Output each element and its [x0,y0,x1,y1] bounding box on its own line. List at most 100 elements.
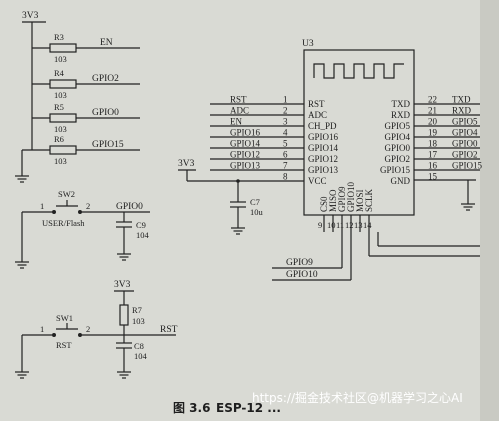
left-net-label: GPIO13 [230,161,261,171]
left-pin-name: GPIO13 [308,165,339,175]
net-gpio9-label: GPIO9 [286,258,313,268]
ground-symbol-c7 [231,227,245,235]
sw1-pin2: 2 [86,324,90,334]
right-net-label: RXD [452,106,472,116]
module-ref: U3 [302,39,314,49]
r6-ref: R6 [54,134,64,144]
capacitor-c7: C7 10u [230,179,264,235]
left-pin-name: VCC [308,176,327,186]
module-body [303,49,415,216]
right-pin-number: 20 [428,117,438,127]
right-pin-number: 22 [428,95,437,105]
right-pin-number: 19 [428,128,438,138]
capacitor-c8: C8 104 [116,335,148,379]
sw2-pin2: 2 [86,201,90,211]
r4-value: 103 [54,90,67,100]
gpio9-gpio10-nets: GPIO9 GPIO10 [272,232,480,281]
sw1-label: RST [56,340,72,350]
resistor-r5: R5 103 GPIO0 [32,102,140,134]
sw1-net-label: RST [160,325,178,335]
bottom-pin-number: 9 [318,220,322,230]
module-right-pin-22: TXD 22 TXD [392,95,480,109]
left-pin-name: GPIO14 [308,143,339,153]
left-pin-name: ADC [308,110,327,120]
sw2-label: USER/Flash [42,218,85,228]
c8-ref: C8 [134,341,144,351]
r5-net-label: GPIO0 [92,108,119,118]
left-net-label: GPIO16 [230,128,261,138]
c7-value: 10u [250,207,264,217]
r7-ref: R7 [132,305,142,315]
left-pin-name: GPIO16 [308,132,339,142]
module-bottom-pin-9: 9 CS0 [318,196,329,232]
right-net-label: GPIO0 [452,139,478,149]
c9-ref: C9 [136,220,146,230]
resistor-r7: R7 103 [114,290,145,335]
left-pin-name: GPIO12 [308,154,338,164]
bottom-pin-name: SCLK [364,188,374,212]
left-net-label: ADC [230,106,249,116]
bottom-pin-number: 11 [336,220,344,230]
sw1-pin1: 1 [40,324,44,334]
bottom-pin-number: 12 [345,220,354,230]
r6-value: 103 [54,156,67,166]
right-pin-name: GPIO4 [384,132,410,142]
switch-sw1: 1 2 SW1 RST RST [15,313,178,379]
resistor-r4: R4 103 GPIO2 [32,68,140,100]
vcc-supply-wire [178,169,304,182]
watermark-text: https://掘金技术社区@机器学习之心AI [252,390,463,405]
right-net-label: GPIO4 [452,128,478,138]
r3-net-label: EN [100,38,113,48]
right-net-label: TXD [452,95,471,105]
net-gpio10-label: GPIO10 [286,270,318,280]
pullup-rail [22,21,46,150]
ground-symbol-sw2 [15,261,29,269]
bottom-pin-number: 10 [327,220,336,230]
module-right-pin-19: GPIO4 19 GPIO4 [384,128,480,142]
left-pin-number: 6 [283,150,288,160]
right-net-label: GPIO2 [452,150,478,160]
c7-ref: C7 [250,197,260,207]
net-3v3-label-vcc: 3V3 [178,159,195,169]
left-pin-number: 8 [283,172,288,182]
resistor-r6: R6 103 GPIO15 [15,134,140,183]
right-pin-number: 16 [428,161,438,171]
capacitor-c9: C9 104 [116,212,150,261]
left-pin-name: RST [308,99,325,109]
left-pin-number: 5 [283,139,288,149]
left-net-label: GPIO14 [230,139,261,149]
right-net-label: GPIO5 [452,117,478,127]
right-pin-name: TXD [392,99,411,109]
r3-value: 103 [54,54,67,64]
module-gnd-wire [414,179,476,211]
left-net-label: EN [230,117,242,127]
module-left-pin-8: 8 VCC [283,172,327,187]
module-bottom-pin-10: 10 MISO [327,189,338,232]
right-pin-name: GND [391,176,411,186]
ground-symbol-c9 [117,253,131,261]
left-pin-number: 4 [283,128,288,138]
right-pin-name: GPIO0 [384,143,410,153]
r4-net-label: GPIO2 [92,74,119,84]
sw2-net-label: GPIO0 [116,202,143,212]
left-net-label: RST [230,95,247,105]
bottom-pin-name: MISO [328,189,338,212]
bottom-pin-name: CS0 [319,196,329,212]
r5-value: 103 [54,124,67,134]
right-pin-number: 17 [428,150,438,160]
net-3v3-label-r7: 3V3 [114,280,131,290]
